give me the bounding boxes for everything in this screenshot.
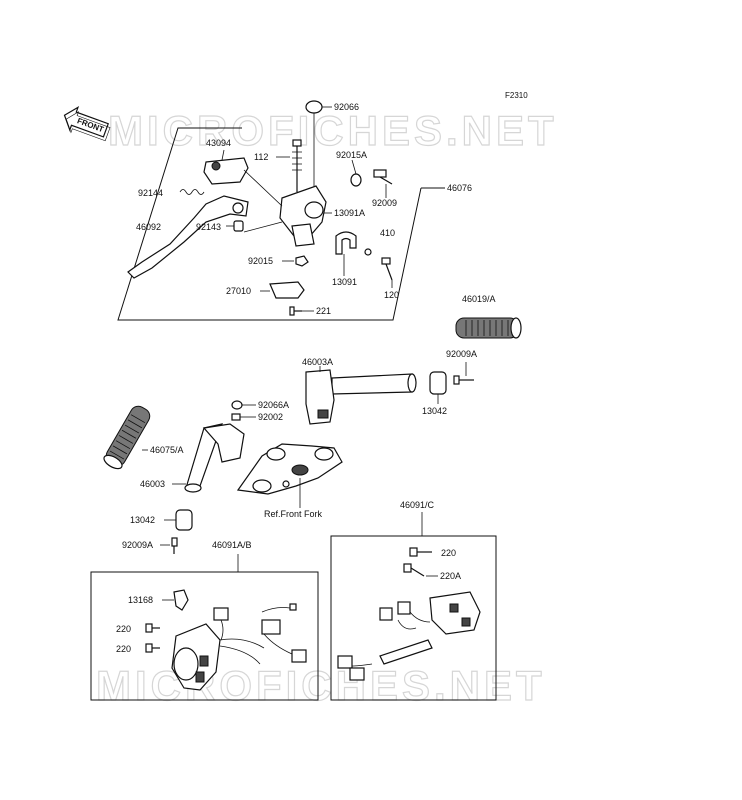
- label-92144: 92144: [138, 188, 163, 198]
- switch-27010: [269, 281, 305, 299]
- diagram-code: F2310: [505, 91, 528, 100]
- handlebar-46003A: [305, 369, 417, 425]
- handlebar-46003: [184, 423, 245, 493]
- label-220-right: 220: [441, 548, 456, 558]
- label-ref-front-fork: Ref.Front Fork: [264, 509, 323, 519]
- label-92015A: 92015A: [336, 150, 367, 160]
- screw-92009A-right: [453, 375, 460, 385]
- label-410: 410: [380, 228, 395, 238]
- watermark-bottom: MICROFICHES.NET: [96, 662, 546, 709]
- label-46091AB: 46091A/B: [212, 540, 252, 550]
- label-120: 120: [384, 290, 399, 300]
- grip-46075A: [103, 405, 151, 470]
- label-92009A-left: 92009A: [122, 540, 153, 550]
- screw-220-right: [409, 547, 432, 557]
- label-13168: 13168: [128, 595, 153, 605]
- nut-92015: [295, 255, 309, 267]
- left-switch-housing: [171, 603, 307, 691]
- cap-92066: [305, 100, 323, 114]
- screw-220-left-upper: [145, 623, 160, 633]
- spring-92144: [179, 189, 205, 195]
- label-13091A: 13091A: [334, 208, 365, 218]
- label-46092: 46092: [136, 222, 161, 232]
- screw-220A: [403, 563, 425, 577]
- label-221: 221: [316, 306, 331, 316]
- label-13042-left: 13042: [130, 515, 155, 525]
- label-112: 112: [254, 152, 268, 162]
- washer-92015A: [350, 173, 362, 187]
- right-switch-housing: [337, 591, 481, 681]
- lever-46092: [127, 195, 249, 279]
- right-switch-frame: [330, 535, 497, 701]
- part-13168: [173, 589, 189, 611]
- clamp-13091: [335, 231, 357, 255]
- bolt-120: [381, 257, 391, 265]
- label-92066: 92066: [334, 102, 359, 112]
- label-92066A: 92066A: [258, 400, 289, 410]
- label-92015: 92015: [248, 256, 273, 266]
- label-46091C: 46091/C: [400, 500, 435, 510]
- label-92009: 92009: [372, 198, 397, 208]
- label-46003A: 46003A: [302, 357, 333, 367]
- lever-assembly-frame: [117, 127, 422, 321]
- adjuster-43094: [203, 157, 249, 185]
- bolt-92002: [231, 413, 241, 421]
- bolt-112: [292, 139, 302, 147]
- label-27010: 27010: [226, 286, 251, 296]
- bar-end-13042-right: [429, 371, 447, 395]
- label-13091: 13091: [332, 277, 357, 287]
- label-46019A: 46019/A: [462, 294, 496, 304]
- collar-92143: [233, 220, 244, 232]
- label-220-left-upper: 220: [116, 624, 131, 634]
- screw-92009A-left: [171, 537, 178, 547]
- cap-92066A: [231, 400, 243, 410]
- front-arrow-icon: FRONT: [63, 106, 111, 142]
- label-92009A-right: 92009A: [446, 349, 477, 359]
- label-13042-right: 13042: [422, 406, 447, 416]
- label-43094: 43094: [206, 138, 231, 148]
- watermark-top: MICROFICHES.NET: [108, 107, 558, 154]
- triple-clamp: [236, 443, 343, 495]
- clutch-perch-13091A: [279, 185, 327, 237]
- washer-410: [364, 248, 372, 256]
- label-46075A: 46075/A: [150, 445, 184, 455]
- screw-220-left-lower: [145, 643, 160, 653]
- label-92002: 92002: [258, 412, 283, 422]
- grip-46019A: [455, 317, 522, 339]
- label-220-left-lower: 220: [116, 644, 131, 654]
- left-switch-frame: [90, 571, 319, 701]
- label-220A: 220A: [440, 571, 461, 581]
- label-46076: 46076: [447, 183, 472, 193]
- label-46003: 46003: [140, 479, 165, 489]
- bar-end-13042-left: [175, 509, 193, 531]
- label-92143: 92143: [196, 222, 221, 232]
- screw-92009: [373, 169, 387, 178]
